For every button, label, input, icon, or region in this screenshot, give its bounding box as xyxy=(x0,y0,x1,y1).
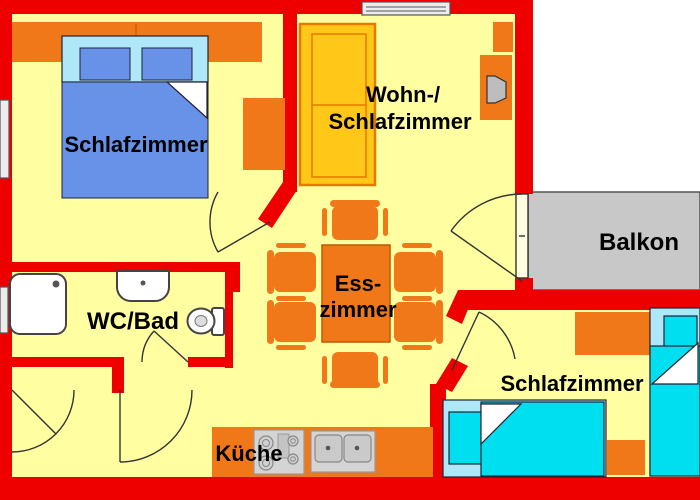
balcony-label: Balkon xyxy=(599,229,679,256)
wall-diagonal-bedroom1 xyxy=(258,182,297,228)
door-leaf xyxy=(450,230,523,282)
chair-icon xyxy=(394,243,443,301)
stove-icon xyxy=(253,429,305,475)
wall-bedroom1-living xyxy=(283,0,297,192)
door-leaf xyxy=(11,389,57,435)
tv-icon xyxy=(486,75,507,104)
single-bed-icon xyxy=(442,399,607,478)
bed-pillow xyxy=(141,47,193,81)
room-labels: Schlafzimmer Wohn-/ Schlafzimmer Balkon … xyxy=(64,82,679,466)
blanket-fold xyxy=(165,81,208,120)
sofa-bed-icon xyxy=(298,22,377,187)
chair-icon xyxy=(267,300,316,350)
door-swing-arc xyxy=(209,191,219,253)
wall-bath-bottom-left xyxy=(0,357,124,367)
wall-bedroom2-left xyxy=(430,384,446,477)
wall-bottom xyxy=(0,477,700,500)
wall-below-balcony xyxy=(458,290,700,310)
bathroom xyxy=(9,270,225,336)
wardrobe-icon xyxy=(575,312,650,355)
wall-hall-stub xyxy=(112,357,124,393)
door-leaf xyxy=(217,221,271,253)
balcony-deck xyxy=(527,191,700,291)
wall-left xyxy=(0,0,12,500)
living-bedroom xyxy=(298,22,513,187)
windows xyxy=(0,1,451,334)
window-icon xyxy=(0,286,9,334)
chair-icon xyxy=(322,352,388,388)
wall-diag-bedroom2-hinge xyxy=(436,358,468,392)
bathroom-label: WC/Bad xyxy=(87,308,179,335)
dining xyxy=(267,200,443,388)
door-swing-arc xyxy=(119,389,193,463)
chair-icon xyxy=(322,200,388,240)
nightstand-icon xyxy=(607,440,645,475)
kitchen xyxy=(212,427,433,477)
toilet-icon xyxy=(186,307,225,336)
door-swing-arc xyxy=(478,311,516,360)
bed-blanket xyxy=(61,81,209,199)
wall-diag-bedroom2-top xyxy=(446,290,476,324)
dining-label-line2: zimmer xyxy=(319,297,396,322)
kitchen-label: Küche xyxy=(215,441,282,466)
dining-table-icon xyxy=(321,244,391,343)
chair-icon xyxy=(267,243,316,301)
chair-icon xyxy=(394,300,443,350)
double-bed-icon xyxy=(61,35,209,199)
living-label-line1: Wohn-/ xyxy=(366,82,440,107)
wall-right-living xyxy=(515,0,533,194)
door-swing-arc xyxy=(450,193,523,232)
bedroom1 xyxy=(12,22,285,199)
bedroom2-label: Schlafzimmer xyxy=(500,371,643,396)
door-leaf xyxy=(451,311,480,371)
living-label-line2: Schlafzimmer xyxy=(328,109,471,134)
doors xyxy=(11,191,529,463)
balcony xyxy=(527,191,700,291)
shelf-icon xyxy=(493,22,513,52)
bed-pillow xyxy=(79,47,131,81)
bedroom1-label: Schlafzimmer xyxy=(64,132,207,157)
wall-bath-bottom-right xyxy=(188,357,233,367)
shower-drain xyxy=(52,280,60,288)
single-bed-icon xyxy=(649,307,700,477)
washbasin-icon xyxy=(116,270,170,302)
window-icon xyxy=(0,99,10,179)
bedroom2 xyxy=(442,307,700,478)
wall-top xyxy=(0,0,533,14)
sink-icon xyxy=(310,430,376,473)
window-icon xyxy=(361,1,451,16)
door-swing-arc xyxy=(141,330,155,363)
wall-bedroom1-bottom xyxy=(0,262,240,272)
dining-label-line1: Ess- xyxy=(335,271,381,296)
shower-icon xyxy=(9,273,67,335)
outside-area xyxy=(533,0,700,192)
door-leaf xyxy=(153,330,189,363)
wall-bath-right xyxy=(225,272,233,368)
dresser-icon xyxy=(243,98,285,170)
